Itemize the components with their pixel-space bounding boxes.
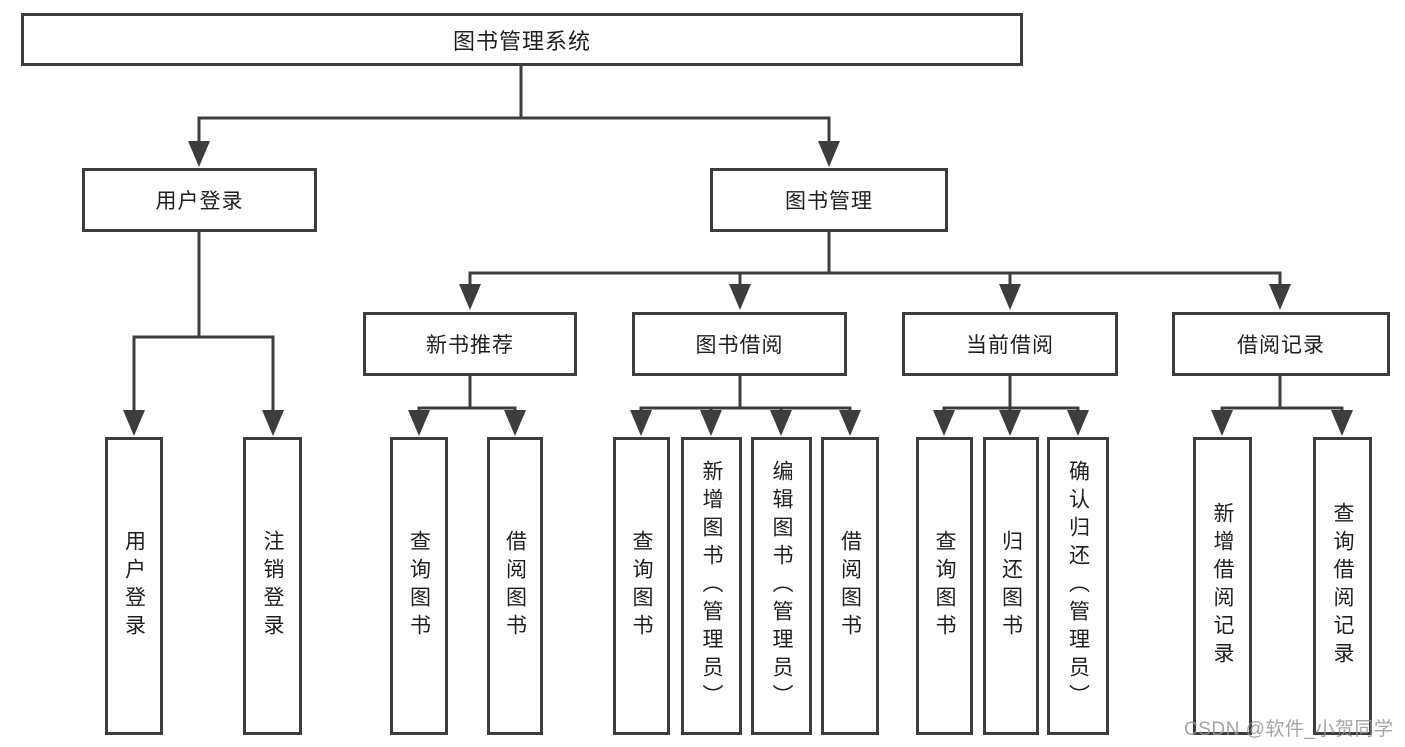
node-book-borrow: 图书借阅 [632, 312, 847, 376]
node-current-borrow: 当前借阅 [902, 312, 1118, 376]
leaf-newbook-borrow-books-label: 借阅图书 [503, 530, 527, 642]
connector-book-borrow-branch [639, 376, 852, 412]
leaf-borrow-add-books-admin: 新增图书（管理员） [681, 437, 742, 735]
leaf-newbook-query-books: 查询图书 [390, 437, 448, 735]
leaf-borrow-borrow-books-label: 借阅图书 [838, 530, 862, 642]
leaf-records-add-record-label: 新增借阅记录 [1211, 502, 1234, 670]
arrowheads-book-borrow-branch [630, 410, 861, 436]
connector-borrow-records-branch [1220, 376, 1344, 412]
node-book-management-label: 图书管理 [785, 190, 873, 213]
leaf-borrow-edit-books-admin-label: 编辑图书（管理员） [770, 460, 793, 712]
connector-current-borrow-branch [942, 376, 1080, 412]
leaf-current-query-books-label: 查询图书 [933, 530, 956, 642]
node-current-borrow-label: 当前借阅 [966, 334, 1054, 357]
csdn-watermark: CSDN @软件_小贺同学 [1184, 719, 1394, 740]
node-user-login: 用户登录 [82, 168, 317, 232]
leaf-current-confirm-return-admin: 确认归还（管理员） [1047, 437, 1109, 735]
arrowheads-borrow-records-branch [1211, 410, 1353, 436]
arrowheads-current-borrow-branch [933, 410, 1089, 436]
node-book-borrow-label: 图书借阅 [695, 334, 784, 357]
leaf-logout-label: 注销登录 [261, 530, 284, 642]
node-book-management: 图书管理 [710, 168, 948, 232]
leaf-records-add-record: 新增借阅记录 [1193, 437, 1252, 735]
node-user-login-label: 用户登录 [155, 190, 244, 213]
leaf-newbook-query-books-label: 查询图书 [407, 530, 431, 642]
leaf-borrow-borrow-books: 借阅图书 [821, 437, 879, 735]
node-borrow-records: 借阅记录 [1172, 312, 1390, 376]
node-borrow-records-label: 借阅记录 [1237, 334, 1325, 357]
node-new-book-recommend-label: 新书推荐 [426, 334, 514, 357]
connector-new-book-branch [417, 376, 517, 412]
leaf-current-confirm-return-admin-label: 确认归还（管理员） [1066, 460, 1090, 712]
leaf-borrow-query-books: 查询图书 [613, 437, 670, 735]
leaf-current-return-books: 归还图书 [983, 437, 1039, 735]
leaf-borrow-edit-books-admin: 编辑图书（管理员） [751, 437, 812, 735]
leaf-user-login-label: 用户登录 [122, 530, 146, 642]
arrowheads-new-book-branch [408, 410, 526, 436]
leaf-borrow-add-books-admin-label: 新增图书（管理员） [700, 460, 723, 712]
leaf-logout: 注销登录 [243, 437, 302, 735]
leaf-current-query-books: 查询图书 [916, 437, 973, 735]
arrowheads-root-to-level2 [188, 141, 840, 167]
leaf-records-query-record: 查询借阅记录 [1313, 437, 1372, 735]
leaf-user-login: 用户登录 [105, 437, 163, 735]
node-root-system: 图书管理系统 [21, 13, 1023, 66]
connector-user-login-branch [132, 232, 275, 412]
arrowheads-user-login-branch [123, 410, 284, 436]
node-new-book-recommend: 新书推荐 [363, 312, 577, 376]
leaf-current-return-books-label: 归还图书 [999, 530, 1023, 642]
leaf-borrow-query-books-label: 查询图书 [630, 530, 653, 642]
arrowheads-book-management-to-level3 [459, 284, 1291, 310]
leaf-newbook-borrow-books: 借阅图书 [487, 437, 543, 735]
node-root-label: 图书管理系统 [452, 28, 591, 54]
leaf-records-query-record-label: 查询借阅记录 [1331, 502, 1354, 670]
connector-root-to-level2 [197, 66, 831, 143]
connector-book-management-to-level3 [468, 232, 1282, 286]
